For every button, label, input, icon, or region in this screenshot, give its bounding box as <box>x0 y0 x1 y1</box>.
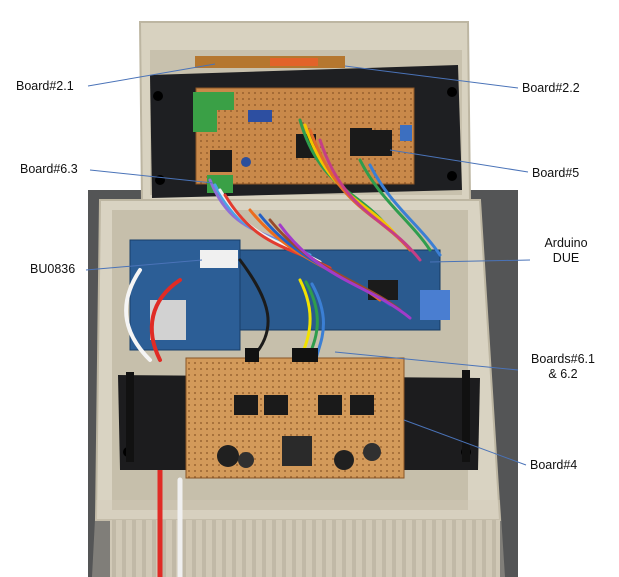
label-boards-6-1-line1: Boards#6.1 <box>531 352 595 366</box>
label-board-6-3: Board#6.3 <box>20 162 78 176</box>
label-bu0836: BU0836 <box>30 262 76 276</box>
label-board-4: Board#4 <box>530 458 578 472</box>
callout-lines <box>85 63 531 466</box>
label-arduino-line1: Arduino <box>544 236 588 250</box>
label-board-2-1: Board#2.1 <box>16 79 74 93</box>
label-boards-6-1-6-2: Boards#6.1 & 6.2 <box>522 352 604 382</box>
label-board-5: Board#5 <box>532 166 580 180</box>
label-arduino-due: Arduino DUE <box>540 236 592 266</box>
label-boards-6-1-line2: & 6.2 <box>548 367 578 381</box>
label-arduino-line2: DUE <box>552 251 580 265</box>
label-board-2-2: Board#2.2 <box>522 81 580 95</box>
